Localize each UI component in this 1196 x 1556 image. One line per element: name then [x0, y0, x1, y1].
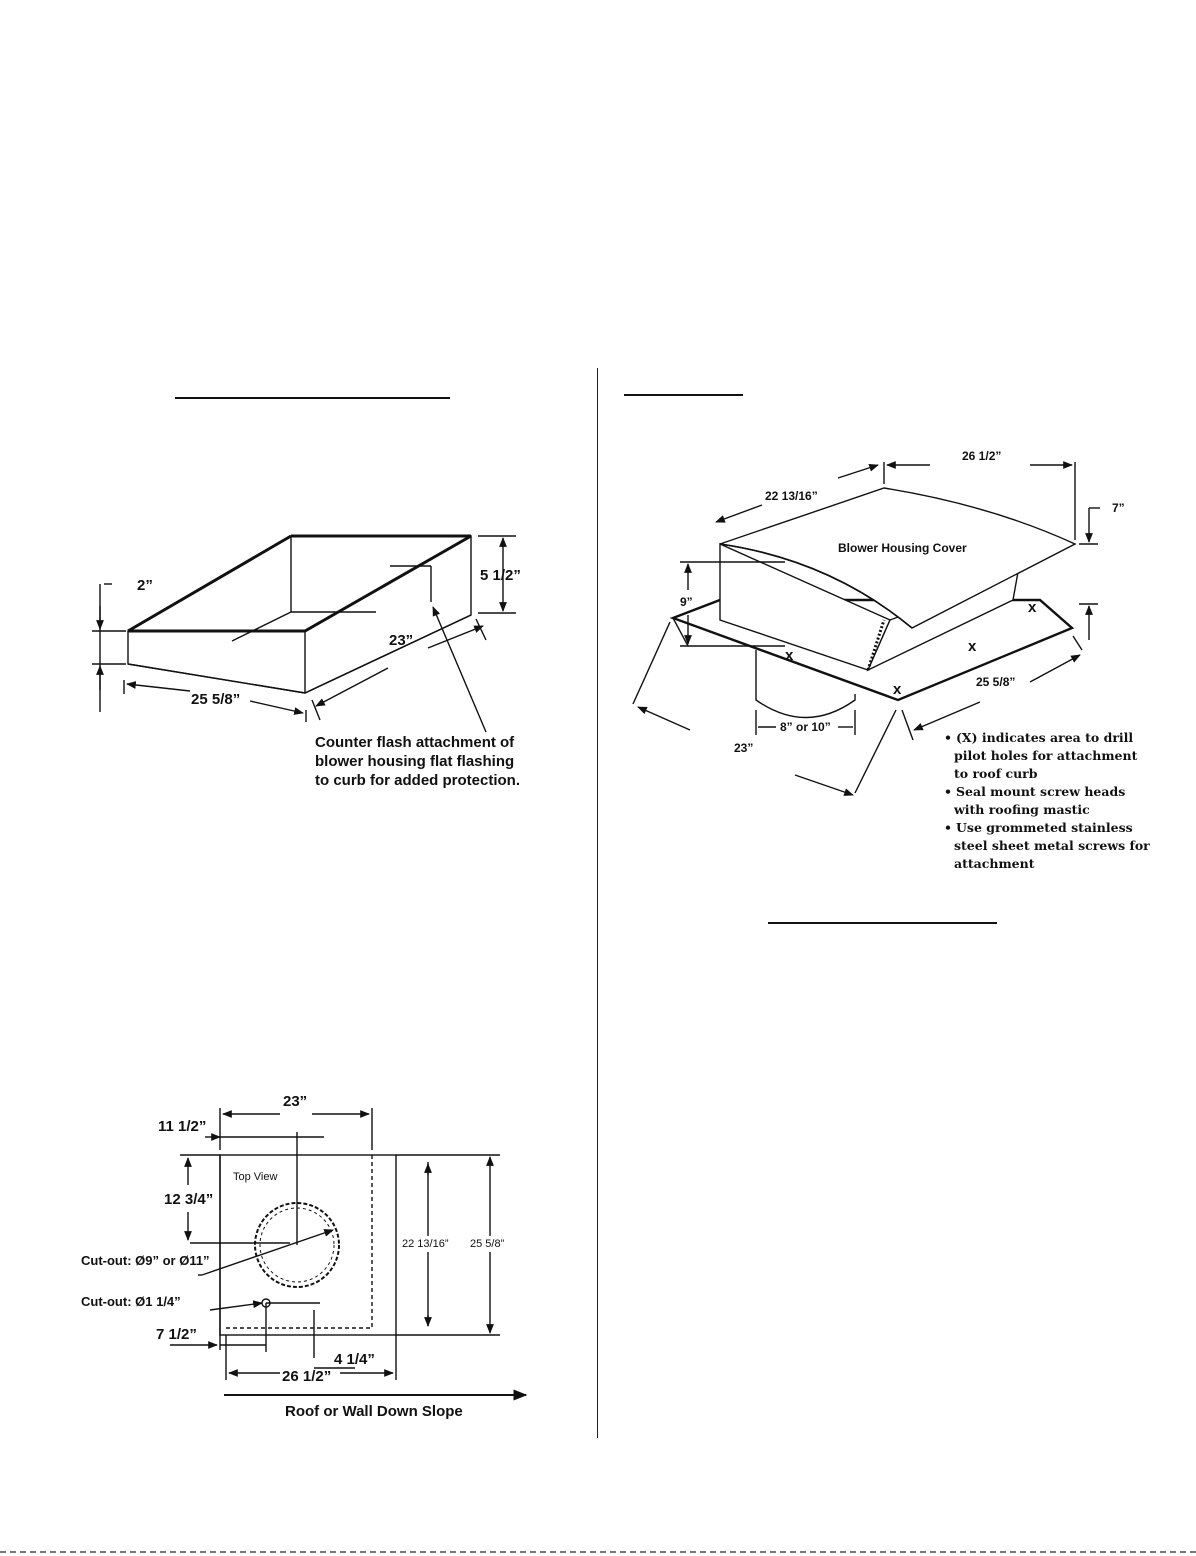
down-slope-label: Roof or Wall Down Slope — [285, 1403, 463, 1420]
note-line: to curb for added protection. — [315, 772, 520, 789]
top-dim-curb-width: 23” — [283, 1093, 307, 1110]
counter-flash-leader — [432, 606, 487, 733]
pilot-hole-mark: x — [785, 647, 794, 664]
blower-dim-width: 26 1/2” — [962, 449, 1001, 463]
column-divider — [597, 368, 598, 1438]
top-dim-outer-height: 25 5/8” — [470, 1238, 505, 1250]
top-dim-inner-height: 22 13/16” — [402, 1238, 449, 1250]
curb-inner-floor-edge — [231, 611, 292, 642]
top-dim-center-y: 12 3/4” — [164, 1191, 213, 1208]
note-line: Counter flash attachment of — [315, 734, 515, 751]
note-line: blower housing flat flashing — [315, 753, 515, 770]
list-item: (X) indicates area to drill pilot holes … — [944, 729, 1154, 783]
large-cutout-circle — [254, 1202, 340, 1288]
top-dim-center-x: 11 1/2” — [158, 1118, 206, 1135]
curb-right-face-bottom — [304, 614, 472, 694]
top-dim-cutout-large: Cut-out: Ø9” or Ø11” — [81, 1253, 210, 1268]
left-heading-rule — [175, 397, 450, 399]
right-heading-rule — [624, 394, 743, 396]
blower-dim-flange-depth: 23” — [734, 741, 753, 755]
installation-notes: (X) indicates area to drill pilot holes … — [944, 729, 1154, 873]
curb-left-rim — [127, 534, 292, 633]
footer-rule — [0, 1551, 1196, 1553]
curb-front-bottom-edge — [127, 663, 306, 694]
blower-dim-total-height: 9” — [680, 595, 693, 609]
top-dim-cutout-small: Cut-out: Ø1 1/4” — [81, 1294, 181, 1309]
pilot-hole-mark: x — [1028, 599, 1037, 616]
counter-flash-note: Counter flash attachment of blower housi… — [315, 733, 575, 790]
top-view-label: Top View — [233, 1171, 277, 1183]
top-dim-small-x: 7 1/2” — [156, 1326, 197, 1343]
top-dim-small-y: 4 1/4” — [334, 1351, 375, 1368]
pilot-hole-mark: x — [893, 681, 902, 698]
blower-cover-label: Blower Housing Cover — [838, 541, 967, 555]
duct-collar — [755, 650, 856, 719]
pilot-hole-mark: x — [968, 638, 977, 655]
curb-dim-depth: 23” — [389, 632, 413, 649]
blower-dim-cover-depth: 22 13/16” — [765, 489, 818, 503]
curb-dim-height-low: 2” — [137, 577, 153, 594]
list-item: Seal mount screw heads with roofing mast… — [944, 783, 1154, 819]
curb-dim-height-high: 5 1/2” — [480, 567, 521, 584]
list-item: Use grommeted stainless steel sheet meta… — [944, 819, 1154, 873]
blower-dim-duct: 8” or 10” — [780, 720, 831, 734]
curb-dim-width: 25 5/8” — [191, 691, 240, 708]
blower-dim-cover-height: 7” — [1112, 501, 1125, 515]
top-dim-overall-width: 26 1/2” — [282, 1368, 331, 1385]
blower-dim-flange-length: 25 5/8” — [976, 675, 1015, 689]
right-lower-heading-rule — [768, 922, 997, 924]
